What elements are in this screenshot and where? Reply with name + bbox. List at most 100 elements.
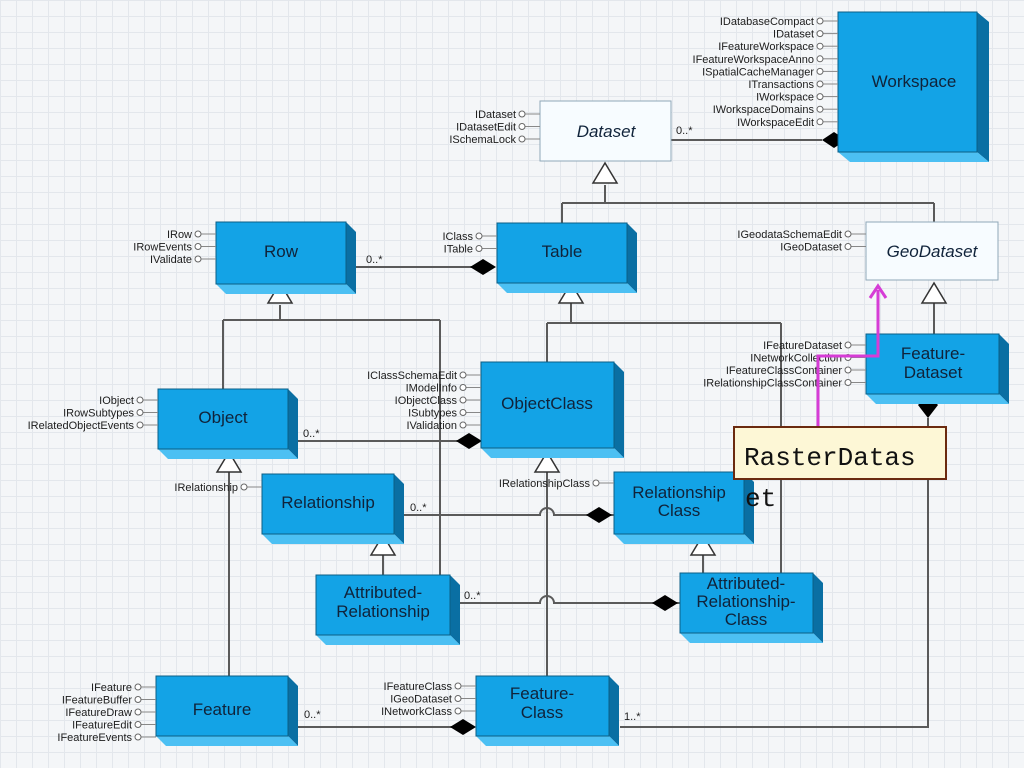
relationshipclass-class[interactable]: Relationship Class xyxy=(613,471,754,544)
table-label: Table xyxy=(542,242,583,261)
interface-label-feature: IFeatureBuffer xyxy=(62,695,132,707)
interface-label-row: IValidate xyxy=(150,254,192,266)
interface-label-object: IRelatedObjectEvents xyxy=(28,420,135,432)
triangle-objectclass xyxy=(533,450,561,473)
interface-lollipop-icon xyxy=(816,55,824,63)
row-class[interactable]: Row xyxy=(215,221,356,294)
interface-lollipop-icon xyxy=(134,721,142,728)
interface-lollipop-icon xyxy=(518,135,526,143)
interface-label-objectclass: ISubtypes xyxy=(408,408,457,420)
interface-lollipop-icon xyxy=(194,230,202,238)
interface-lollipop-icon xyxy=(475,245,483,252)
interface-lollipop-icon xyxy=(459,371,467,379)
interface-lollipop-icon xyxy=(134,683,142,691)
triangle-relclass xyxy=(689,533,717,556)
interface-lollipop-icon xyxy=(816,30,824,38)
interface-lollipop-icon xyxy=(454,682,462,690)
featureclass-class[interactable]: Feature- Class xyxy=(475,675,619,746)
interface-label-featureclass: IGeoDataset xyxy=(390,694,452,706)
interface-lollipop-icon xyxy=(475,232,483,240)
attributedrelationship-class[interactable]: Attributed- Relationship xyxy=(315,574,460,645)
interface-lollipop-icon xyxy=(454,695,462,702)
interface-label-workspace: ITransactions xyxy=(748,79,814,91)
interface-lollipop-icon xyxy=(454,707,462,715)
objectclass-label: ObjectClass xyxy=(501,394,593,413)
interface-label-objectclass: IObjectClass xyxy=(395,395,458,407)
diamond-table xyxy=(470,259,496,275)
interface-label-featuredataset: IFeatureClassContainer xyxy=(726,365,843,377)
interface-label-geodataset: IGeoDataset xyxy=(780,242,842,254)
mult-row-table: 0..* xyxy=(366,254,383,266)
interface-lollipop-icon xyxy=(240,483,248,491)
attributedrelationshipclass-class[interactable]: Attributed- Relationship- Class xyxy=(679,572,823,643)
attrrel-attrrelclass-line xyxy=(458,595,680,604)
object-class[interactable]: Object xyxy=(157,388,298,459)
attributedrelationshipclass-label-2: Relationship- xyxy=(696,592,795,611)
interface-label-objectclass: IModelInfo xyxy=(406,383,457,395)
interface-label-featureclass: INetworkClass xyxy=(381,706,452,718)
relationshipclass-label-1: Relationship xyxy=(632,483,726,502)
multiplicity-labels: 0..* 0..* 0..* 0..* 0..* 0..* 1..* xyxy=(303,125,693,723)
interface-label-feature: IFeature xyxy=(91,682,132,694)
interface-label-featuredataset: IFeatureDataset xyxy=(763,340,842,352)
mult-attrrel: 0..* xyxy=(464,590,481,602)
mult-dataset-workspace: 0..* xyxy=(676,125,693,137)
objectclass-class[interactable]: ObjectClass xyxy=(480,361,624,458)
interface-label-feature: IFeatureDraw xyxy=(65,707,132,719)
attributedrelationship-label-1: Attributed- xyxy=(344,583,422,602)
interface-lollipop-icon xyxy=(134,733,142,741)
triangle-geodataset xyxy=(920,281,948,304)
callout-text-line1: RasterDatas xyxy=(744,443,916,473)
interface-label-workspace: ISpatialCacheManager xyxy=(702,66,814,78)
mult-featureclass-featuredataset: 1..* xyxy=(624,711,641,723)
interface-lollipop-icon xyxy=(194,243,202,250)
attributedrelationshipclass-label-3: Class xyxy=(725,610,768,629)
workspace-label: Workspace xyxy=(872,72,957,91)
interface-label-dataset: IDatasetEdit xyxy=(456,122,516,134)
interface-label-dataset: ISchemaLock xyxy=(449,134,516,146)
interface-label-workspace: IFeatureWorkspaceAnno xyxy=(693,54,814,66)
interface-label-workspace: IWorkspace xyxy=(756,92,814,104)
relationship-class[interactable]: Relationship xyxy=(261,473,404,544)
interface-label-dataset: IDataset xyxy=(475,109,516,121)
dataset-class[interactable]: Dataset xyxy=(539,100,672,162)
geodataset-class[interactable]: GeoDataset xyxy=(865,221,999,281)
interface-lollipop-icon xyxy=(134,696,142,703)
table-class[interactable]: Table xyxy=(496,222,637,293)
interface-lollipop-icon xyxy=(844,366,852,374)
interface-lollipop-icon xyxy=(816,17,824,25)
interface-label-relationshipclass: IRelationshipClass xyxy=(499,478,591,490)
dataset-label: Dataset xyxy=(577,122,637,141)
relationshipclass-label-2: Class xyxy=(658,501,701,520)
rasterdataset-callout[interactable]: RasterDatas et xyxy=(733,283,947,514)
interface-label-workspace: IDatabaseCompact xyxy=(720,16,814,28)
interface-label-workspace: IWorkspaceDomains xyxy=(713,104,815,116)
interface-lollipop-icon xyxy=(816,105,824,113)
object-label: Object xyxy=(198,408,247,427)
interface-label-feature: IFeatureEvents xyxy=(57,732,132,744)
interface-lollipop-icon xyxy=(844,230,852,238)
triangle-dataset xyxy=(591,161,619,184)
mult-feature-featureclass: 0..* xyxy=(304,709,321,721)
interface-label-objectclass: IValidation xyxy=(406,420,457,432)
interface-lollipop-icon xyxy=(136,409,144,416)
interface-lollipop-icon xyxy=(816,93,824,101)
interface-label-featureclass: IFeatureClass xyxy=(384,681,453,693)
attributedrelationshipclass-label-1: Attributed- xyxy=(707,574,785,593)
interface-lollipop-icon xyxy=(816,67,824,75)
diamond-featureclass xyxy=(450,719,476,735)
interface-lollipop-icon xyxy=(518,110,526,118)
interface-label-object: IObject xyxy=(99,395,134,407)
workspace-class[interactable]: Workspace xyxy=(837,11,989,162)
composition-diamonds xyxy=(450,132,938,735)
callout-text-line2: et xyxy=(745,484,776,514)
interface-lollipop-icon xyxy=(136,396,144,404)
interface-lollipop-icon xyxy=(844,243,852,250)
featuredataset-label-2: Dataset xyxy=(904,363,963,382)
feature-class[interactable]: Feature xyxy=(155,675,298,746)
featuredataset-class[interactable]: Feature- Dataset xyxy=(865,333,1009,404)
interface-lollipop-icon xyxy=(844,341,852,349)
interface-lollipop-icon xyxy=(459,384,467,391)
interface-lollipop-icon xyxy=(592,479,600,487)
